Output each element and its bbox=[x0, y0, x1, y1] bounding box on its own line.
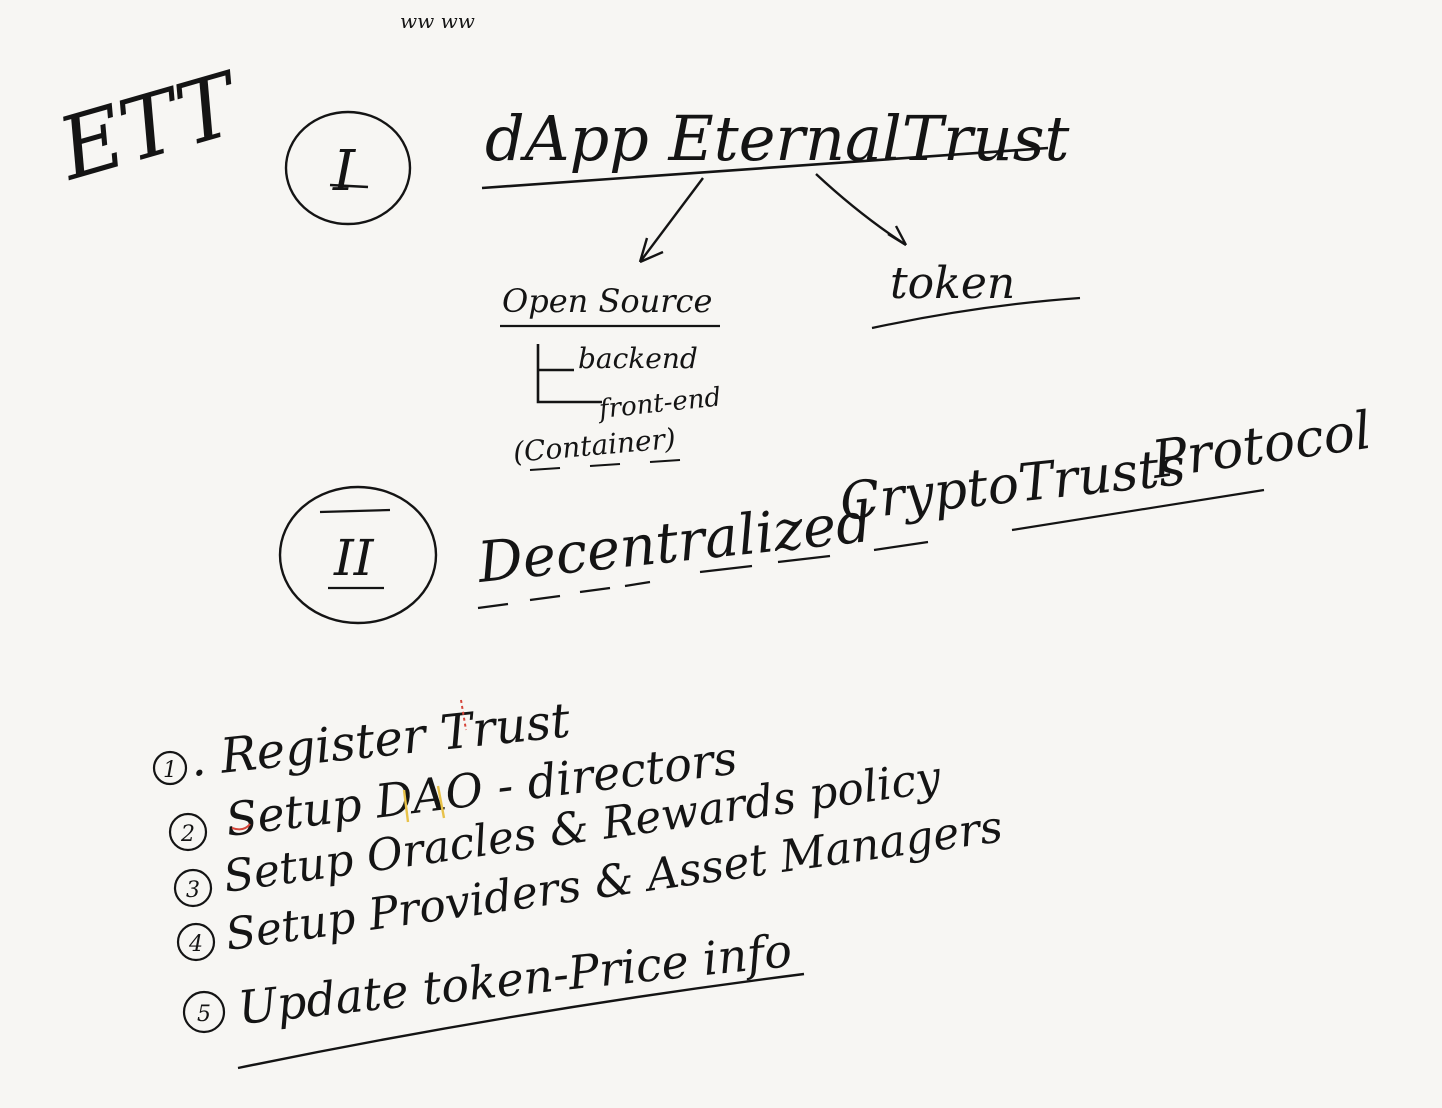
step-5-badge bbox=[182, 990, 226, 1034]
step-1-number: 1 bbox=[163, 758, 177, 783]
section-2-word-1: Decentralized bbox=[474, 490, 875, 596]
section-1-numeral: I bbox=[332, 139, 357, 204]
arrow-to-open-source bbox=[639, 177, 704, 263]
step-3-number: 3 bbox=[186, 878, 200, 903]
step-4-badge bbox=[176, 922, 216, 962]
frontend-label: front-end bbox=[596, 382, 723, 425]
step-2-number: 2 bbox=[180, 822, 195, 847]
section-2-numeral: II bbox=[333, 529, 375, 587]
section-1-circle bbox=[284, 110, 412, 226]
section-1-title: dApp EternalTrust bbox=[485, 102, 1070, 175]
step-3-badge bbox=[173, 868, 213, 908]
section-2-word-3: Protocol bbox=[1147, 401, 1375, 491]
corner-label: ETT bbox=[46, 53, 253, 201]
step-5-number: 5 bbox=[197, 1002, 211, 1027]
backend-label: backend bbox=[578, 342, 698, 375]
open-source-label: Open Source bbox=[502, 282, 712, 320]
arrow-to-token bbox=[815, 173, 907, 247]
section-1-title-underline bbox=[481, 146, 1049, 190]
step-1-badge bbox=[152, 750, 188, 786]
section-2-circle bbox=[278, 485, 438, 625]
step-2-badge bbox=[168, 812, 208, 852]
step-5-underline bbox=[237, 972, 805, 1070]
token-label: token bbox=[890, 258, 1015, 309]
top-scribble: ww ww bbox=[400, 9, 475, 33]
section-2-word-2: CryptoTrusts bbox=[837, 437, 1188, 533]
tree-connector bbox=[536, 344, 602, 404]
step-4-number: 4 bbox=[188, 932, 203, 957]
steps-list: 1 . Register Trust 2 Setup DAO - directo… bbox=[152, 692, 1006, 1070]
